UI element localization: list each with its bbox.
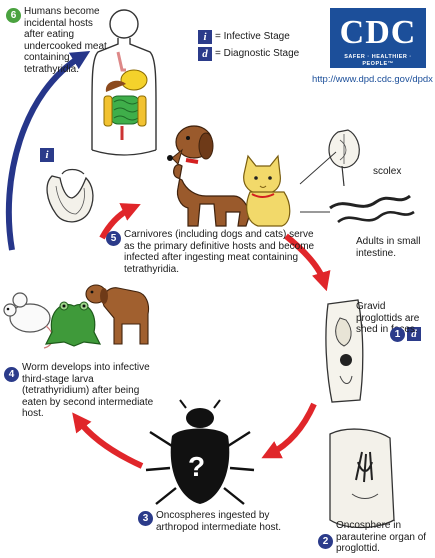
cdc-tagline: SAFER · HEALTHIER · PEOPLE™ bbox=[344, 54, 412, 67]
step-2-text: Oncosphere in parauterine organ of progl… bbox=[336, 520, 427, 554]
arrow-arthropod-to-second-host bbox=[72, 412, 144, 469]
step-4-badge: 4 bbox=[4, 367, 19, 382]
adult-worms-illustration bbox=[300, 194, 415, 224]
diagnostic-stage-label: = Diagnostic Stage bbox=[215, 48, 300, 59]
arrow-to-human-host bbox=[5, 51, 91, 251]
step-1-text: Gravid proglottids are shed in feces. bbox=[356, 301, 420, 335]
diagnostic-stage-marker: d bbox=[407, 327, 421, 341]
step-5-badge: 5 bbox=[106, 231, 121, 246]
life-cycle-arrows bbox=[5, 51, 331, 469]
arrow-oncosphere-to-arthropod bbox=[261, 402, 317, 459]
dog-illustration bbox=[167, 125, 251, 227]
arrow-carnivore-to-proglottid bbox=[284, 233, 331, 292]
source-url: http://www.dpd.cdc.gov/dpdx bbox=[312, 74, 433, 85]
tetrathyridium-larva-illustration bbox=[46, 168, 94, 223]
infective-stage-marker: i bbox=[40, 148, 54, 162]
cdc-wordmark: CDC bbox=[339, 14, 417, 51]
human-with-intestines-illustration bbox=[91, 9, 157, 156]
scolex-label: scolex bbox=[373, 166, 402, 177]
step-3-badge: 3 bbox=[138, 511, 153, 526]
cdc-logo: CDC SAFER · HEALTHIER · PEOPLE™ bbox=[330, 8, 426, 68]
infective-stage-icon: i bbox=[198, 30, 212, 44]
question-mark-label: ? bbox=[188, 451, 206, 482]
step-3-text: Oncospheres ingested by arthropod interm… bbox=[156, 510, 282, 533]
cat-illustration bbox=[243, 154, 291, 227]
small-dog-illustration bbox=[85, 284, 150, 345]
step-6-badge: 6 bbox=[6, 8, 21, 23]
step-5-text: Carnivores (including dogs and cats) ser… bbox=[124, 229, 315, 275]
arrow-larva-to-carnivore bbox=[99, 203, 141, 240]
step-6-text: Humans become incidental hosts after eat… bbox=[24, 6, 107, 75]
gravid-proglottid-illustration bbox=[325, 299, 364, 403]
infective-stage-label: = Infective Stage bbox=[215, 31, 290, 42]
mouse-illustration bbox=[3, 292, 54, 349]
frog-illustration bbox=[44, 301, 102, 347]
step-4-text: Worm develops into infective third-stage… bbox=[22, 362, 154, 419]
adults-label: Adults in small intestine. bbox=[356, 236, 421, 259]
parauterine-organ-illustration bbox=[329, 428, 395, 529]
scolex-illustration bbox=[299, 129, 360, 187]
arthropod-beetle-illustration bbox=[145, 399, 255, 505]
step-2-badge: 2 bbox=[318, 534, 333, 549]
diagnostic-stage-icon: d bbox=[198, 47, 212, 61]
step-1-badge: 1 bbox=[390, 327, 405, 342]
